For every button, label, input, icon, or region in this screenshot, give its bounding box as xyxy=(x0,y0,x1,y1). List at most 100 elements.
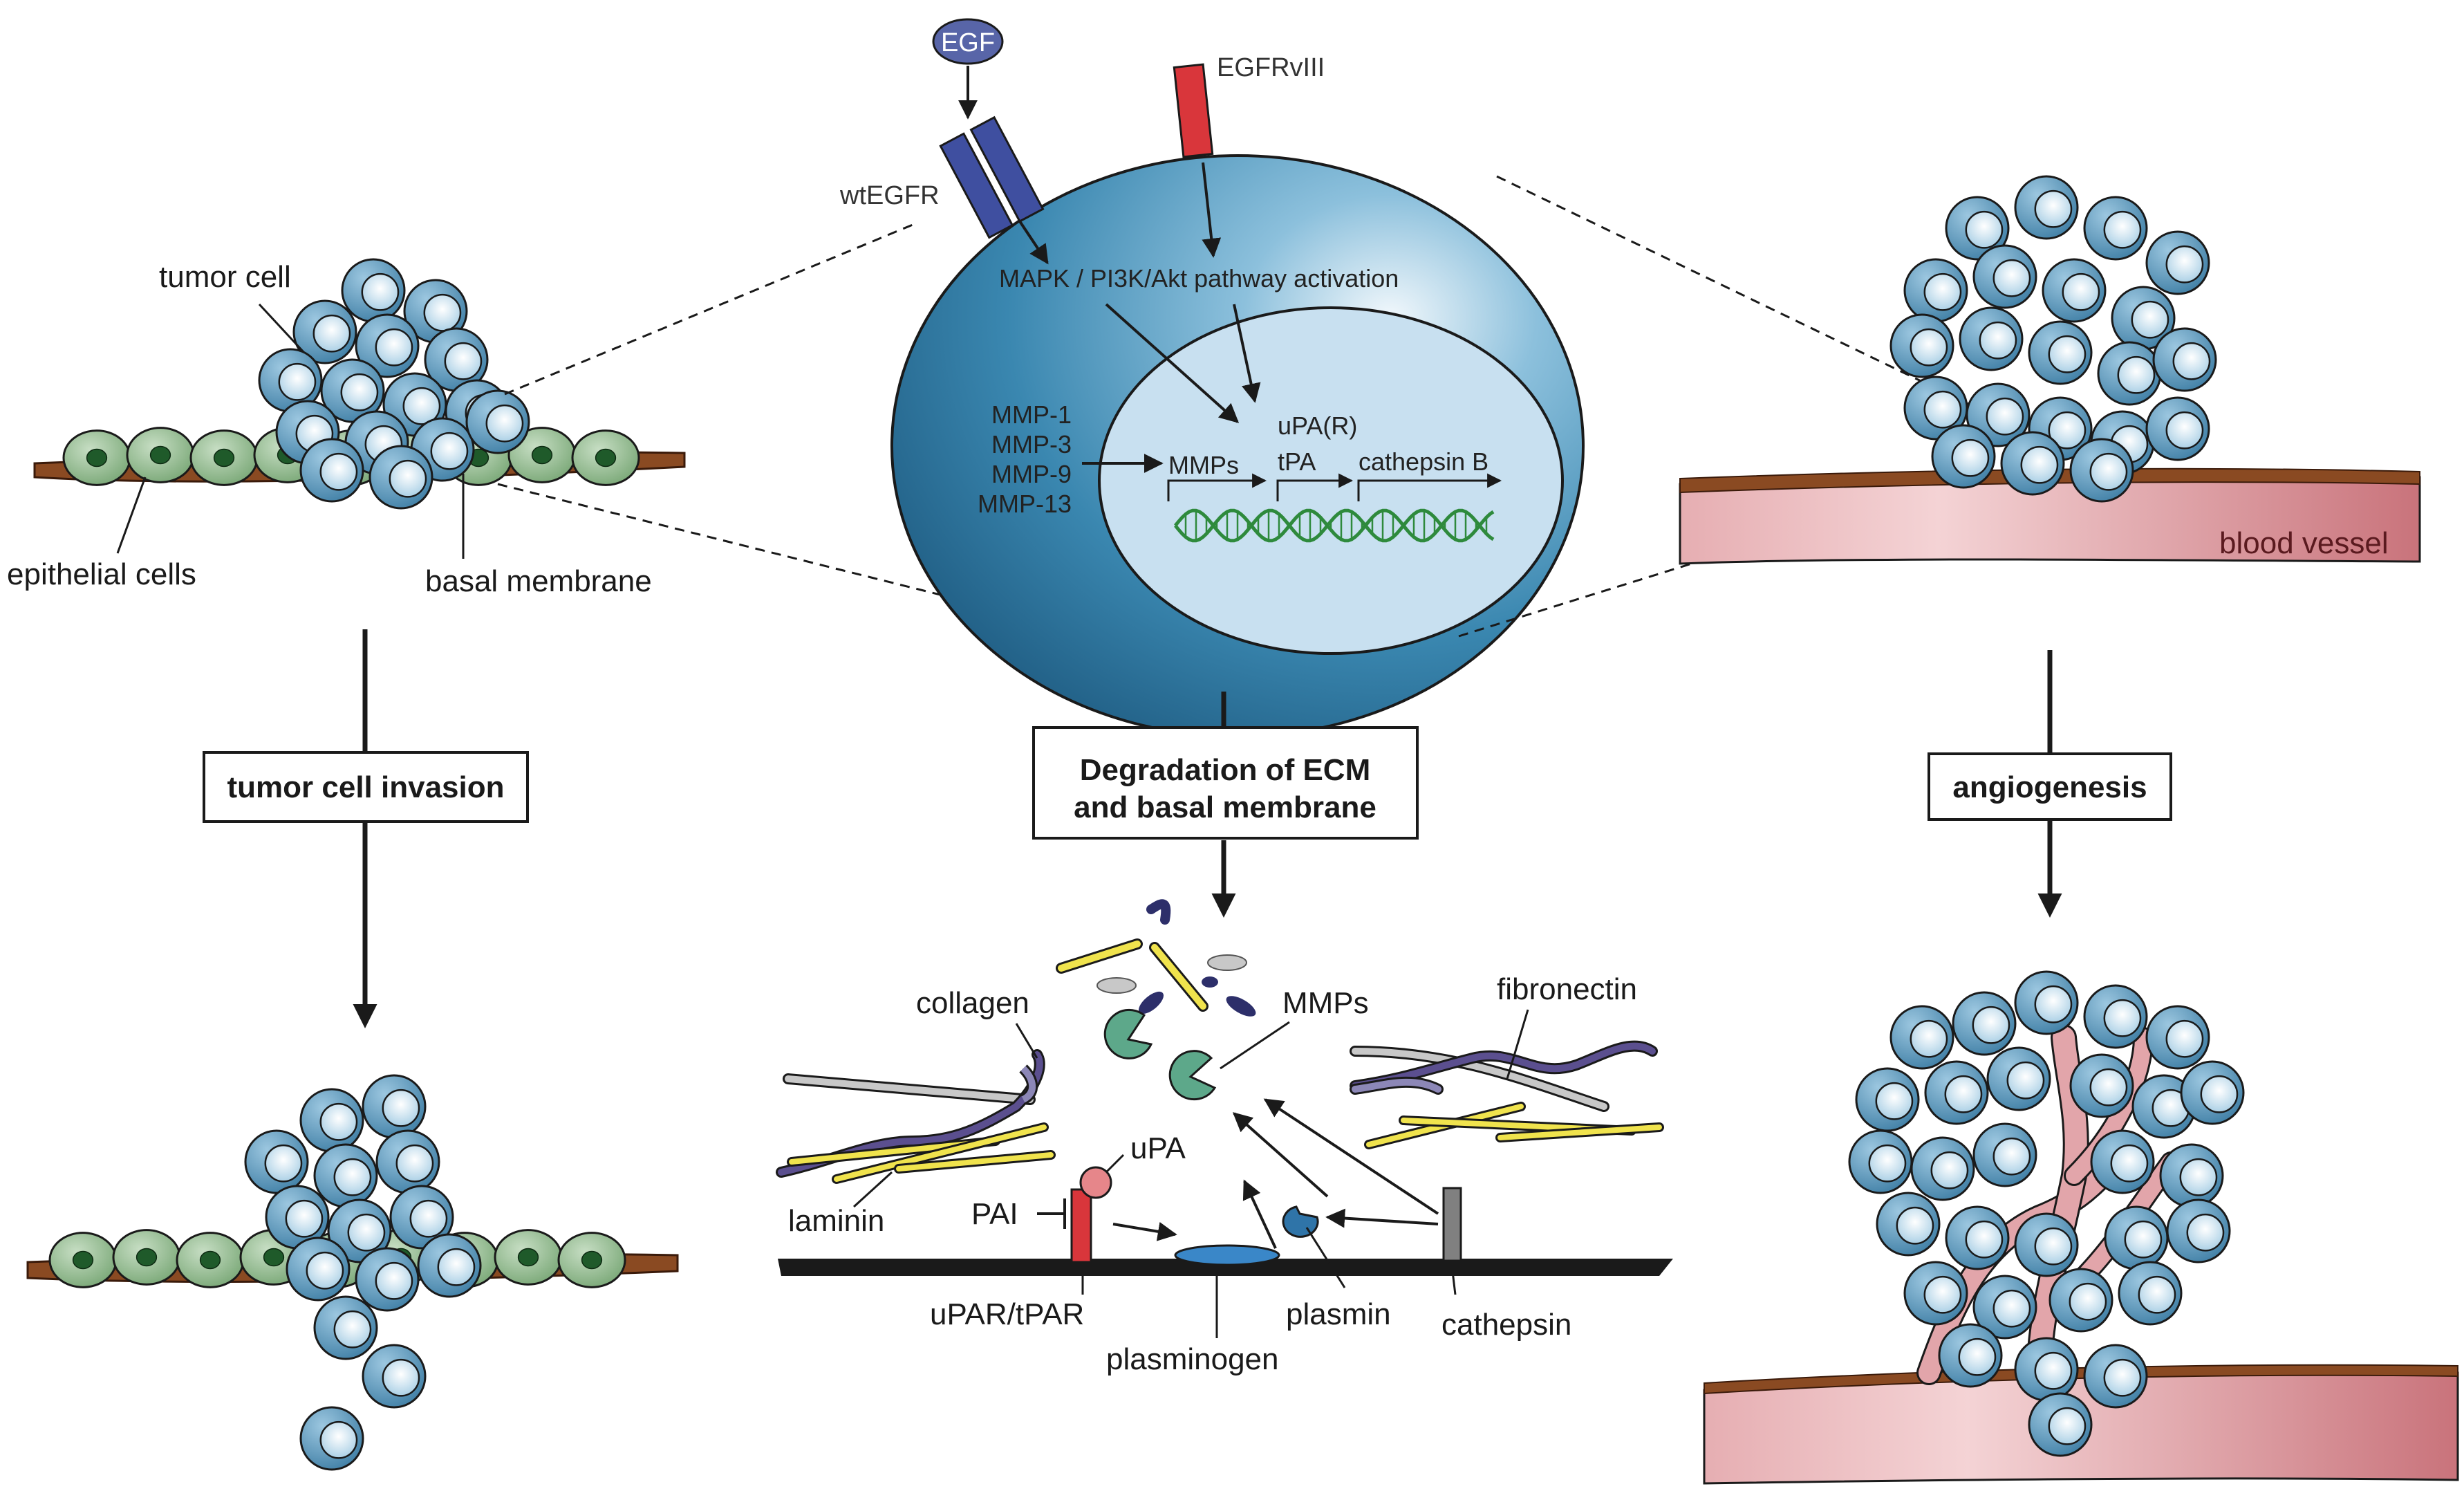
cathepsin-protein xyxy=(1442,1187,1462,1262)
epithelial-cell xyxy=(48,1232,118,1288)
step-box-angiogenesis xyxy=(1928,752,2172,821)
tumor-cell xyxy=(1903,376,1968,441)
pathway-label: MAPK / PI3K/Akt pathway activation xyxy=(999,264,1399,293)
tumor-cell xyxy=(1903,1261,1968,1326)
label-pai: PAI xyxy=(971,1197,1018,1231)
tumor-cell xyxy=(2028,320,2093,385)
tumor-cell xyxy=(2104,1205,2169,1270)
tumor-cell xyxy=(292,299,357,364)
tumor-cell xyxy=(299,1406,364,1471)
tumor-cell xyxy=(2131,1074,2196,1139)
ecm-panel: collagen MMPs fibronectin laminin uPA PA… xyxy=(776,899,1673,1376)
tumor-cell xyxy=(1924,1060,1989,1125)
tumor-cell xyxy=(1966,382,2031,447)
tumor-cell xyxy=(1938,1323,2003,1388)
tumor-cell xyxy=(2083,196,2148,261)
epithelial-cell xyxy=(557,1232,626,1288)
label-upa: uPA xyxy=(1130,1131,1186,1165)
epithelial-cell xyxy=(189,429,259,486)
mmp-list-2: MMP-3 xyxy=(991,430,1072,459)
label-upar-tpar: uPAR/tPAR xyxy=(930,1297,1084,1331)
upar-receptor xyxy=(1070,1188,1092,1263)
tumor-cell xyxy=(2097,341,2162,406)
step-label-invasion: tumor cell invasion xyxy=(227,770,505,804)
tumor-cell xyxy=(1972,1122,2037,1187)
tumor-cell-cluster-invading xyxy=(244,1074,482,1471)
tumor-cell xyxy=(362,1074,427,1139)
tumor-cell xyxy=(299,438,364,503)
label-tumor-cell: tumor cell xyxy=(159,260,291,294)
tumor-cell xyxy=(389,1185,454,1250)
tumor-cell xyxy=(2145,230,2210,295)
tumor-cell xyxy=(313,1295,378,1360)
gene-mmps-label: MMPs xyxy=(1168,451,1239,479)
epithelial-cell xyxy=(62,429,131,486)
tumor-cell xyxy=(2014,1212,2079,1277)
wtegfr-label: wtEGFR xyxy=(839,181,940,210)
tumor-cell xyxy=(2083,1344,2148,1409)
tumor-cell xyxy=(2069,438,2134,503)
tumor-cell xyxy=(2145,396,2210,461)
tumor-cell xyxy=(265,1185,330,1250)
tumor-cell xyxy=(320,358,385,423)
step-label-degradation-1: Degradation of ECM xyxy=(1080,753,1370,787)
tumor-cell xyxy=(465,389,530,454)
tumor-cell xyxy=(258,348,323,413)
tumor-cell xyxy=(286,1237,351,1302)
tumor-cell xyxy=(2111,286,2176,351)
tumor-cell xyxy=(417,1233,482,1298)
tumor-cell xyxy=(1903,258,1968,323)
label-plasminogen: plasminogen xyxy=(1106,1342,1279,1376)
tumor-cell xyxy=(2028,1392,2093,1457)
tumor-cell xyxy=(2048,1268,2113,1333)
label-epithelial-cells: epithelial cells xyxy=(7,557,196,591)
plasmin xyxy=(1282,1205,1319,1238)
tumor-cell xyxy=(2083,984,2148,1049)
plasminogen xyxy=(1174,1244,1280,1266)
tumor-cell xyxy=(368,445,433,510)
tumor-cell xyxy=(2180,1060,2245,1125)
left-fiber-bundle xyxy=(776,1049,1056,1184)
ecm-fragments xyxy=(1056,899,1256,1017)
left-panel: tumor cell epithelial cells basal membra… xyxy=(7,223,969,1471)
tumor-cell xyxy=(355,313,420,378)
label-mmps: MMPs xyxy=(1282,986,1369,1020)
mmp-list-1: MMP-1 xyxy=(991,400,1072,429)
tumor-cell xyxy=(2014,970,2079,1035)
step-label-angiogenesis: angiogenesis xyxy=(1952,770,2147,804)
label-cathepsin: cathepsin xyxy=(1441,1308,1571,1342)
gene-cathepsin-label: cathepsin B xyxy=(1359,447,1488,476)
upa-ligand xyxy=(1079,1166,1112,1199)
epithelial-cell xyxy=(126,427,195,483)
right-fiber-bundle xyxy=(1350,1040,1664,1149)
mmp-list-3: MMP-9 xyxy=(991,460,1072,488)
tumor-cell xyxy=(1910,1136,1975,1201)
label-basal-membrane: basal membrane xyxy=(425,564,652,598)
label-blood-vessel: blood vessel xyxy=(2219,526,2389,560)
epithelial-cell xyxy=(571,429,640,486)
tumor-cell xyxy=(244,1129,309,1194)
tumor-cell xyxy=(1848,1129,1913,1194)
tumor-cell xyxy=(362,1344,427,1409)
tumor-cell xyxy=(2090,1129,2155,1194)
step-box-invasion xyxy=(203,751,529,823)
tumor-cluster-right-top xyxy=(1889,175,2217,503)
tumor-cell xyxy=(327,1198,392,1263)
tumor-cell xyxy=(1855,1067,1920,1132)
tumor-cell xyxy=(1972,1275,2037,1340)
tumor-cell xyxy=(2042,258,2107,323)
step-box-degradation xyxy=(1032,726,1419,840)
tumor-cell-cluster-top xyxy=(258,258,530,510)
tumor-cell xyxy=(375,1129,440,1194)
wtegfr-receptor xyxy=(939,115,1045,239)
tumor-cell xyxy=(2014,1337,2079,1402)
tumor-cell xyxy=(1945,196,2010,261)
gene-tpa-label: tPA xyxy=(1278,447,1316,476)
tumor-cell xyxy=(1931,424,1996,489)
tumor-cell xyxy=(341,258,406,323)
egf-ligand xyxy=(932,18,1004,65)
tumor-cell xyxy=(1986,1046,2051,1111)
label-plasmin: plasmin xyxy=(1286,1297,1391,1331)
egfrviii-receptor xyxy=(1173,63,1214,158)
dna-strand xyxy=(1174,508,1495,543)
